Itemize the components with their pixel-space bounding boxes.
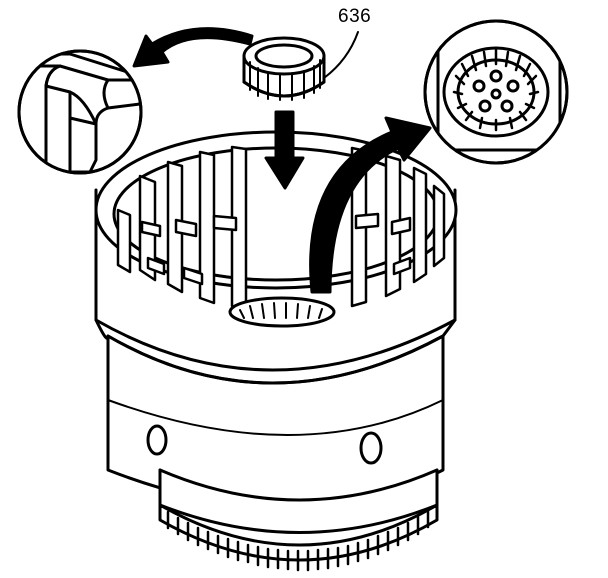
lower-drum [106, 334, 445, 534]
part-number-label: 636 [338, 6, 372, 27]
drum-side-hole-left [146, 424, 168, 456]
bottom-gear-teeth [158, 503, 439, 572]
snap-ring-part [242, 36, 326, 101]
curved-arrow-right-icon [309, 116, 432, 294]
down-arrow-icon [264, 110, 305, 190]
drum-side-hole-right [359, 431, 383, 465]
curved-arrow-left-icon [132, 27, 254, 68]
callout-leader-line [323, 31, 359, 79]
left-inset-detail [17, 49, 143, 175]
inner-hub [228, 296, 336, 328]
right-inset-detail [423, 19, 569, 165]
internal-splines [116, 145, 446, 311]
